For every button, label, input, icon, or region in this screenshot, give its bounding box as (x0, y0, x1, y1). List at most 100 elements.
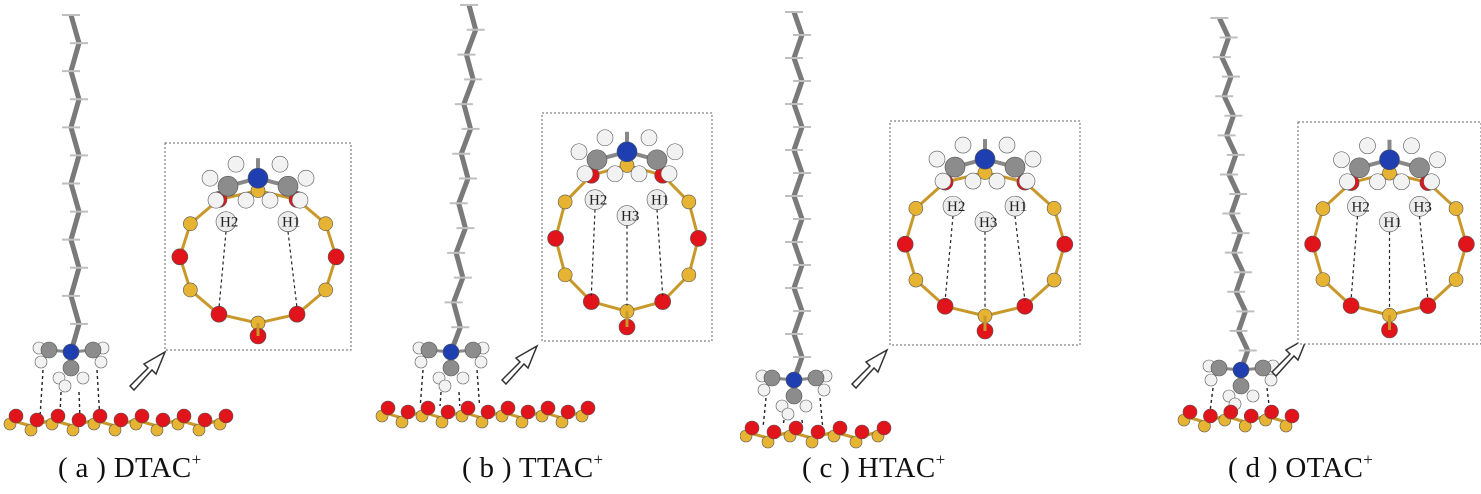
hbond-label: H1 (1009, 199, 1027, 215)
nitrogen-atom (785, 371, 803, 389)
oxygen-atom (1458, 235, 1475, 253)
silicon-atom (908, 201, 924, 216)
nitrogen-atom (1232, 361, 1250, 379)
hydrogen-atom (94, 355, 108, 369)
hydrogen-atom (660, 165, 678, 183)
hydrogen-bond (39, 369, 44, 415)
hydrogen-atom (666, 143, 684, 161)
oxygen-atom (420, 400, 436, 416)
hydrogen-atom (596, 129, 614, 147)
hydrogen-atom (297, 169, 315, 187)
hydrogen-atom (630, 165, 648, 183)
oxygen-atom (176, 408, 192, 424)
hydrogen-atom (1393, 173, 1410, 191)
molecule-d (1177, 16, 1300, 433)
silicon-atom (318, 216, 333, 232)
carbon-atom (807, 369, 825, 387)
oxygen-atom (8, 408, 24, 424)
carbon-atom (1254, 359, 1272, 377)
oxygen-atom (113, 412, 129, 428)
carbon-atom (763, 369, 781, 387)
hydrogen-atom (1024, 150, 1042, 168)
hydrogen-bond (801, 419, 804, 427)
oxygen-atom (71, 412, 87, 428)
caption-a: ( a ) DTAC+ (58, 450, 202, 484)
hydrogen-atom (1359, 137, 1376, 155)
hydrogen-atom (34, 355, 48, 369)
oxygen-atom (896, 235, 914, 253)
carbon-atom (1349, 157, 1370, 179)
nitrogen-atom (974, 148, 996, 170)
carbon-atom (442, 359, 460, 377)
oxygen-atom (788, 420, 804, 436)
nitrogen-atom (62, 343, 80, 361)
oxygen-atom (210, 305, 228, 323)
oxygen-atom (218, 408, 234, 424)
hydrogen-bond (944, 216, 954, 301)
carbon-atom (420, 341, 438, 359)
hydrogen-atom (1429, 151, 1446, 169)
arrow-icon (500, 344, 539, 386)
nitrogen-atom (442, 343, 460, 361)
oxygen-atom (1243, 408, 1259, 424)
carbon-atom (1409, 157, 1430, 179)
oxygen-atom (1284, 408, 1300, 424)
arrow-icon (1270, 336, 1309, 378)
hbond-label: H1 (651, 193, 669, 209)
hbond-label: H3 (1414, 199, 1432, 215)
carbon-atom (586, 149, 608, 171)
hydrogen-atom (570, 143, 588, 161)
hydrogen-atom (576, 165, 594, 183)
carbon-atom (1210, 359, 1228, 377)
oxygen-atom (1264, 404, 1279, 420)
oxygen-atom (854, 424, 870, 440)
hydrogen-atom (757, 383, 771, 397)
hydrogen-atom (58, 379, 72, 393)
oxygen-atom (654, 293, 672, 310)
hydrogen-atom (964, 172, 982, 190)
hbond-label: H3 (621, 209, 639, 225)
hydrogen-atom (1204, 373, 1218, 387)
hydrogen-atom (227, 155, 245, 173)
oxygen-atom (1223, 404, 1239, 420)
hydrogen-bond (287, 231, 298, 309)
carbon-atom (1004, 156, 1026, 178)
hydrogen-atom (1423, 173, 1440, 191)
carbon-atom (84, 341, 102, 359)
hbond-label: H3 (979, 215, 997, 231)
oxygen-atom (1203, 408, 1218, 424)
hbond-label: H1 (282, 215, 300, 231)
oxygen-atom (810, 424, 826, 440)
oxygen-atom (500, 400, 516, 416)
arrow-icon (128, 350, 167, 392)
oxygen-atom (29, 412, 45, 428)
hydrogen-atom (291, 191, 309, 209)
oxygen-atom (832, 420, 848, 436)
hydrogen-atom (1333, 151, 1350, 169)
hydrogen-bond (439, 391, 442, 407)
hydrogen-atom (817, 383, 831, 397)
hydrogen-atom (988, 172, 1006, 190)
oxygen-atom (1419, 297, 1437, 314)
hydrogen-atom (1018, 172, 1036, 190)
hydrogen-atom (201, 169, 219, 187)
hydrogen-atom (781, 407, 795, 421)
hydrogen-atom (1264, 373, 1278, 387)
hydrogen-bond (1209, 387, 1214, 411)
hbond-label: H1 (1384, 215, 1402, 231)
oxygen-atom (288, 305, 306, 323)
hydrogen-atom (76, 371, 90, 385)
oxygen-atom (560, 404, 576, 420)
oxygen-atom (134, 408, 150, 424)
silicon-atom (1315, 272, 1331, 287)
carbon-atom (277, 175, 299, 197)
hydrogen-atom (799, 399, 813, 413)
